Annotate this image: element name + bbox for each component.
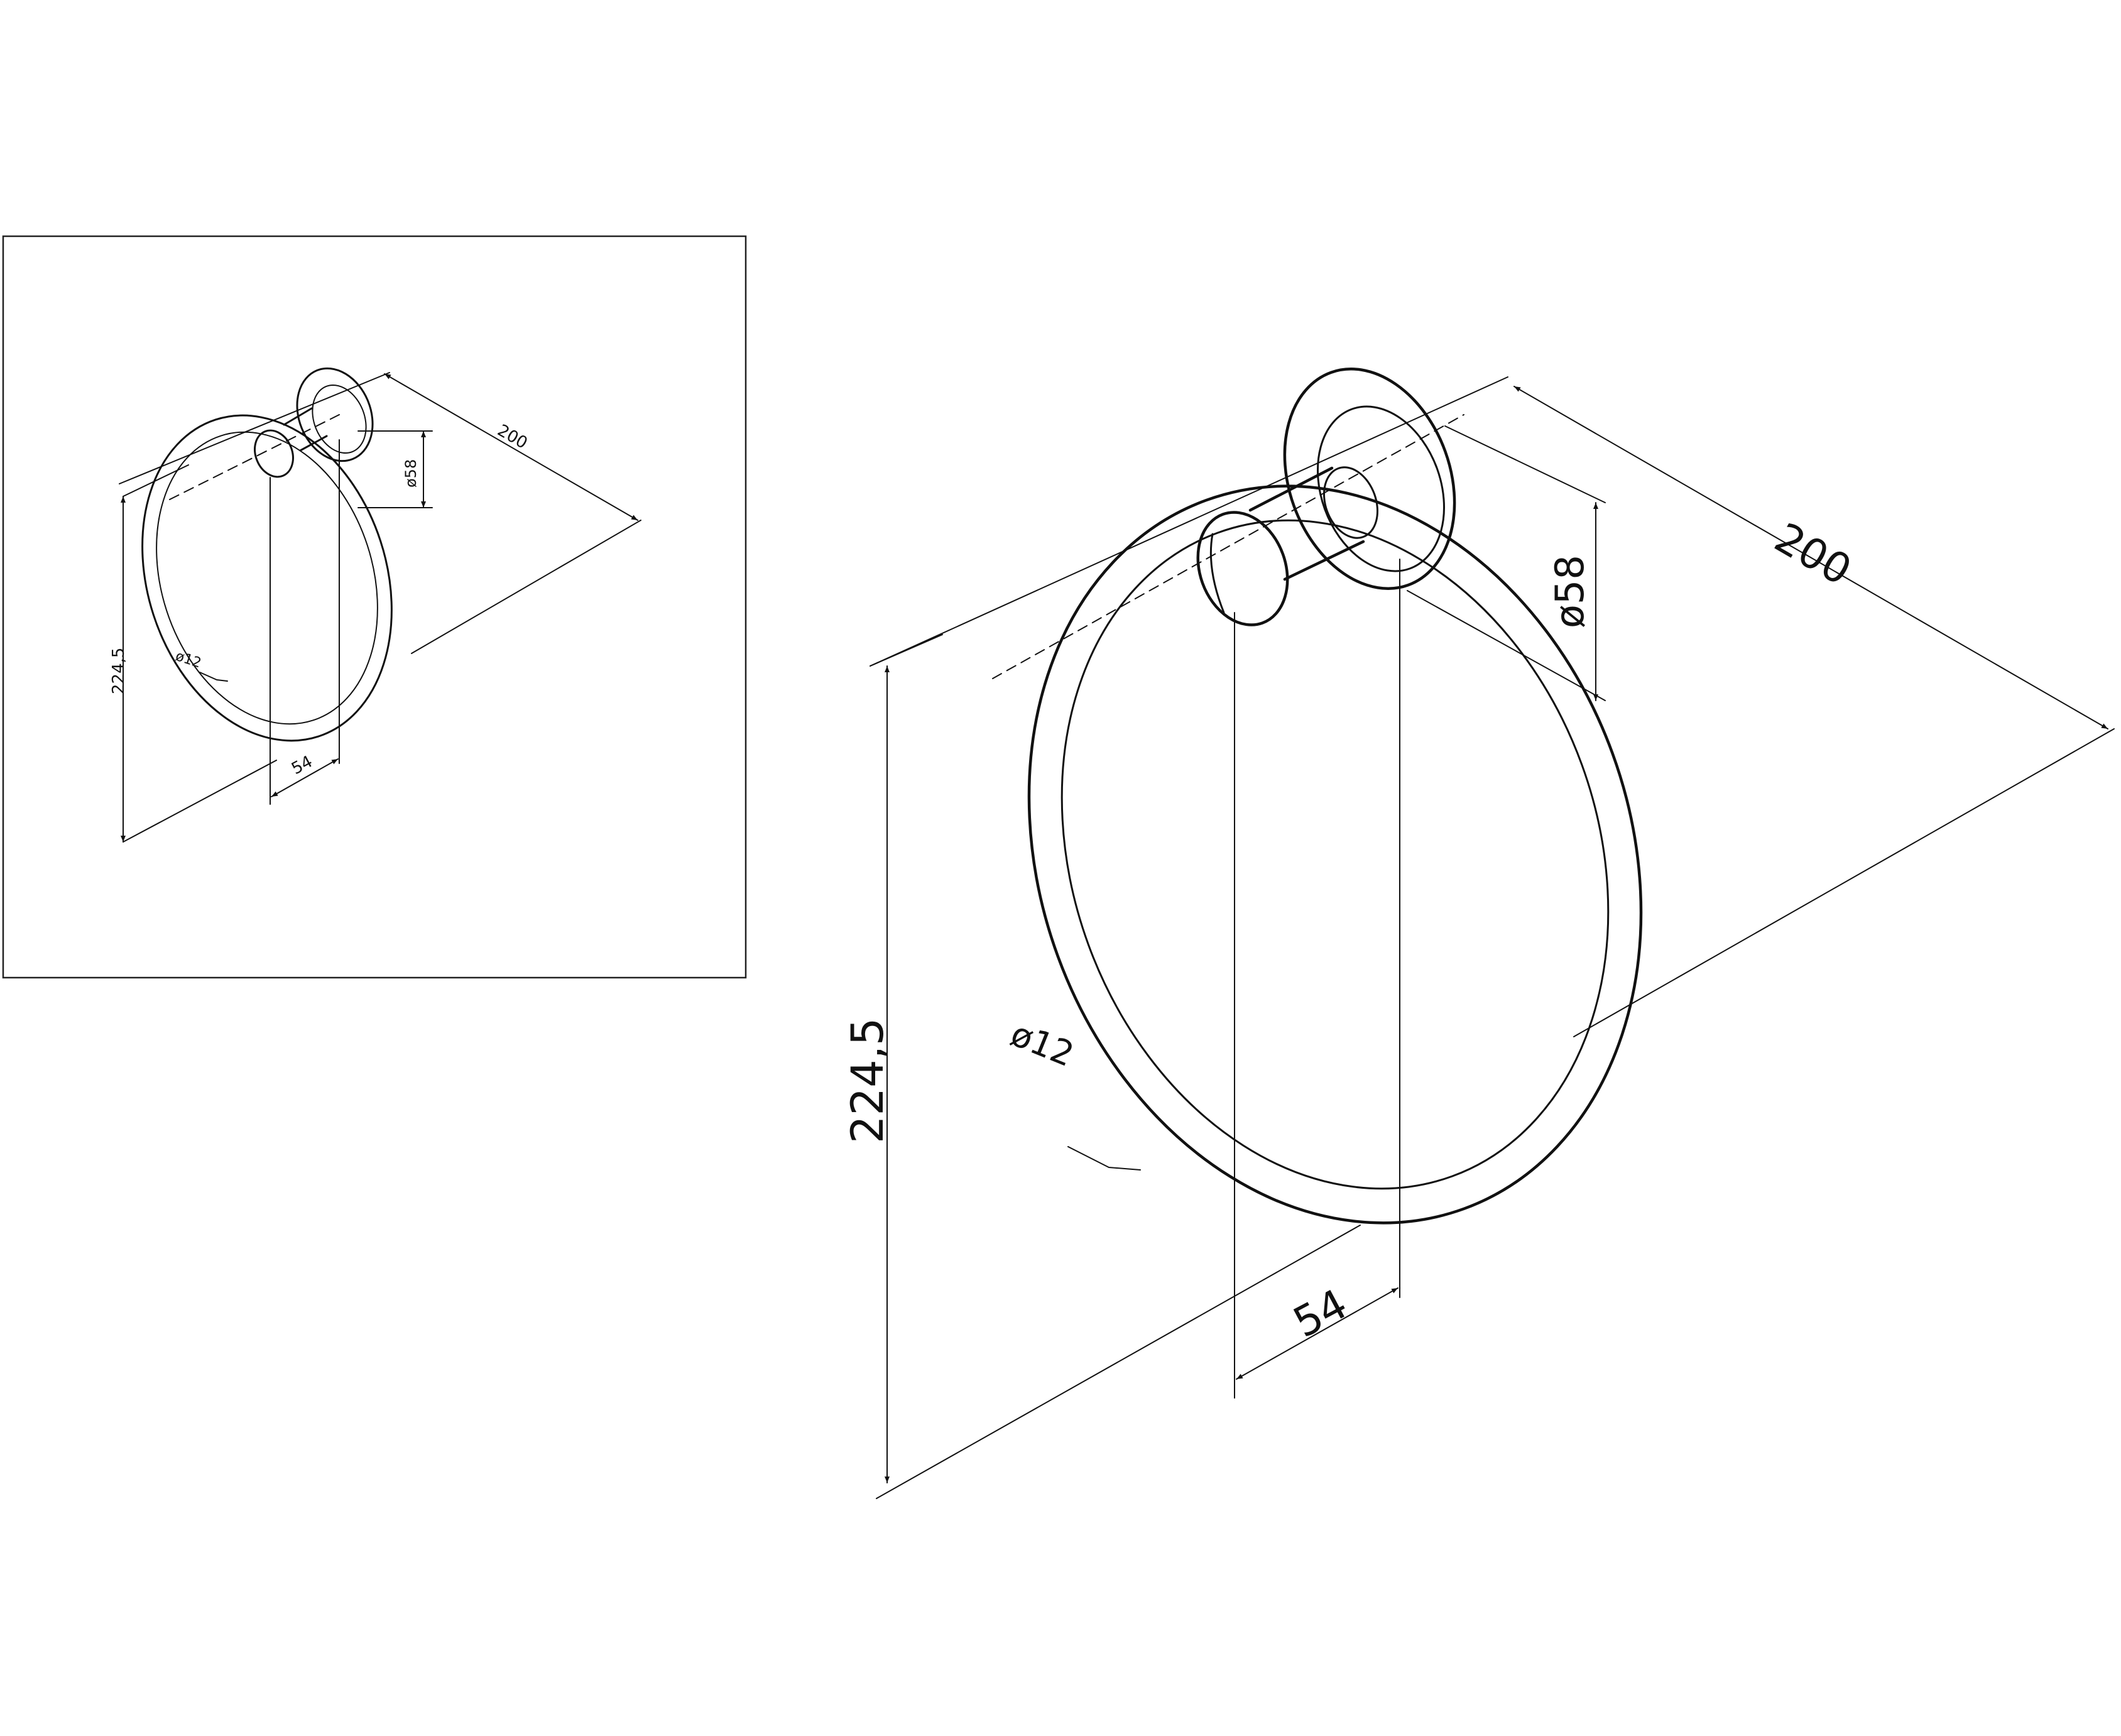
ring-outer: [1027, 484, 1643, 1225]
dim-diameter-58: ø58: [1547, 555, 1593, 628]
thumb-dim-diameter-58: ø58: [402, 459, 420, 488]
wall-rosette: [1283, 368, 1456, 590]
main-dimensions: 200 ø58 224,5 ø12 54: [842, 376, 2115, 1499]
thumb-dim-224-5: 224,5: [109, 648, 128, 694]
end-cap: [1196, 511, 1289, 626]
thumbnail-view: 200 ø58 224,5 ø12 54: [2, 235, 747, 979]
dim-200: 200: [1767, 513, 1860, 595]
dim-diameter-12: ø12: [1005, 1014, 1079, 1075]
ring-inner: [1060, 519, 1610, 1190]
dim-54: 54: [1285, 1280, 1355, 1347]
thumbnail-towel-ring: [141, 367, 393, 742]
thumbnail-dimensions: 200 ø58 224,5 ø12 54: [109, 372, 641, 843]
main-towel-ring: [992, 368, 1643, 1225]
main-view: 200 ø58 224,5 ø12 54: [842, 368, 2115, 1499]
thumbnail-frame: [2, 235, 747, 979]
dim-224-5: 224,5: [842, 1018, 893, 1144]
